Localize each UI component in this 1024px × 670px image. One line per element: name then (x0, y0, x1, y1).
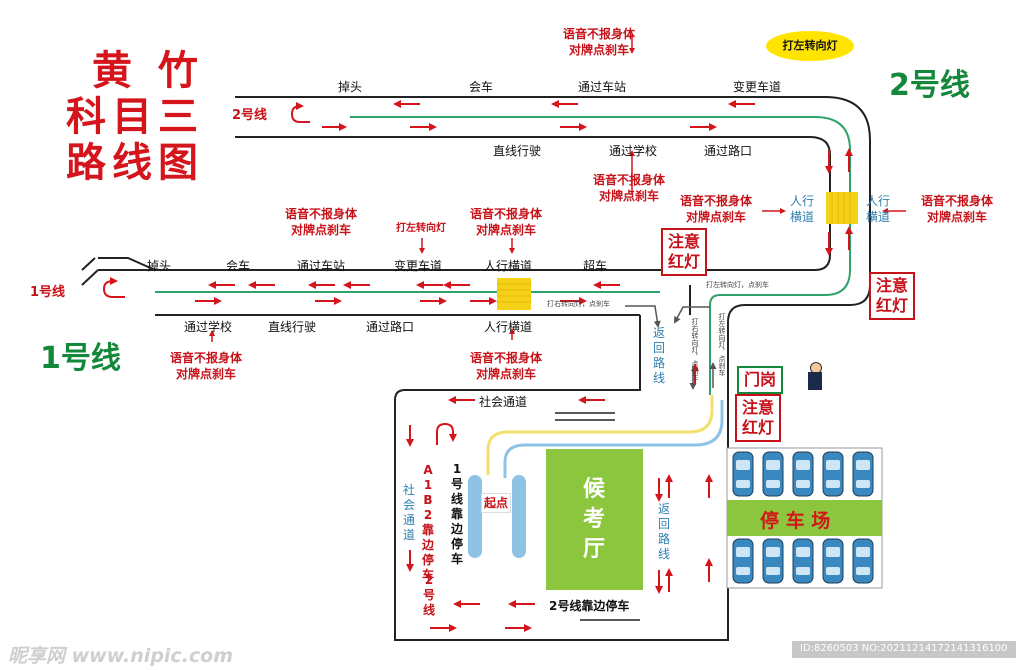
route1-item-crosswalk-bottom: 人行横道 (484, 320, 533, 334)
route1-item-straight: 直线行驶 (268, 320, 317, 334)
crosswalk-route1 (497, 278, 531, 310)
direction-arrows (195, 34, 906, 632)
east-note-right: 语音不报身体 对牌点刹车 (921, 194, 994, 224)
route2-item-meet: 会车 (469, 80, 494, 94)
gate-label: 门岗 (737, 366, 784, 394)
social-road-vertical: 社会通道 (402, 483, 415, 542)
yard-uturn-arrow (436, 422, 457, 445)
parked-car-icon (732, 538, 754, 584)
route1-item-crosswalk-top: 人行横道 (484, 259, 533, 273)
crosswalk-east (826, 192, 858, 224)
route2-item-lane-change: 变更车道 (733, 80, 782, 94)
route1-note-crosswalk-bottom: 语音不报身体 对牌点刹车 (470, 351, 543, 381)
yellow-route-line (486, 395, 714, 475)
route1-item-uturn: 掉头 (147, 259, 172, 273)
route1-left-label: 1号线 (30, 285, 66, 300)
start-bar-right (512, 475, 526, 558)
route-center-lines (155, 116, 851, 395)
waiting-hall-label: 候考厅 (583, 477, 606, 562)
return-route-top: 返回路线 (652, 326, 665, 385)
route1-item-station: 通过车站 (297, 259, 346, 273)
route1-uturn-arrow (102, 277, 125, 298)
route1-item-meet: 会车 (226, 259, 251, 273)
start-bar-left (468, 475, 482, 558)
social-road-label: 社会通道 (479, 395, 528, 409)
parking-a1b2: A1B2靠边停车 (421, 463, 434, 582)
route2-item-station: 通过车站 (578, 80, 627, 94)
parking-route1: 1号线靠边停车 (450, 462, 463, 566)
parking-route2: 2号线靠边停车 (549, 599, 630, 613)
vnote-left: 打右转向灯，点刹车 (691, 318, 699, 381)
parking-lot (726, 447, 883, 589)
parked-car-icon (762, 538, 784, 584)
left-turn-note: 打左转向灯，点刹车 (706, 281, 769, 289)
parked-car-icon (852, 451, 874, 497)
parking-lot-label: 停 车 场 (760, 510, 831, 532)
return-route-right: 返回路线 (657, 502, 670, 561)
guide-arrows (625, 305, 717, 390)
east-crosswalk-right: 人行 横道 (866, 194, 891, 224)
parked-car-icon (792, 451, 814, 497)
route2-uturn-arrow (290, 102, 310, 123)
guard-figure (806, 362, 824, 392)
map-title-line2: 科目三 (66, 94, 204, 140)
route1-note-lane: 打左转向灯 (396, 223, 446, 234)
route1-note-crosswalk-top: 语音不报身体 对牌点刹车 (470, 207, 543, 237)
watermark: 昵享网 www.nipic.com (8, 645, 234, 667)
route2-item-intersection: 通过路口 (704, 144, 753, 158)
route1-item-lane-change: 变更车道 (394, 259, 443, 273)
parking-route2-vertical: 2号线 (422, 573, 435, 617)
map-title-line3: 路线图 (66, 140, 204, 186)
route2-left-label: 2号线 (232, 108, 268, 123)
left-signal-bubble: 打左转向灯 (766, 31, 854, 61)
route1-item-overtake: 超车 (583, 259, 608, 273)
blue-route-line (503, 400, 724, 478)
image-id: ID:8260503 NO:20211214172141316100 (800, 643, 1008, 654)
route1-note-school: 语音不报身体 对牌点刹车 (170, 351, 243, 381)
image-id-bar (792, 641, 1016, 658)
east-note-left: 语音不报身体 对牌点刹车 (680, 194, 753, 224)
route1-road (81, 257, 691, 315)
route2-item-uturn: 掉头 (338, 80, 363, 94)
parked-car-icon (852, 538, 874, 584)
social-road-lanes (555, 412, 640, 621)
route1-item-school: 通过学校 (184, 320, 233, 334)
notice-red-light-1: 注意 红灯 (661, 228, 708, 276)
route2-item-straight: 直线行驶 (493, 144, 542, 158)
waiting-hall (546, 449, 643, 590)
parked-car-icon (792, 538, 814, 584)
parked-car-icon (762, 451, 784, 497)
route2-name: 2号线 (889, 68, 970, 103)
parked-car-icon (822, 451, 844, 497)
parked-car-icon (732, 451, 754, 497)
route1-note-station: 语音不报身体 对牌点刹车 (285, 207, 358, 237)
notice-red-light-2: 注意 红灯 (869, 272, 916, 320)
start-label: 起点 (481, 493, 512, 513)
map-title-line1: 黄 竹 (92, 48, 204, 94)
route1-name: 1号线 (40, 341, 121, 376)
route2-item-school: 通过学校 (609, 144, 658, 158)
east-crosswalk-left: 人行 横道 (790, 194, 815, 224)
vnote-right: 打左转向灯，点刹车 (718, 313, 726, 376)
route2-note-station: 语音不报身体 对牌点刹车 (563, 27, 636, 57)
parked-car-icon (822, 538, 844, 584)
right-turn-note: 打右转向灯，点刹车 (547, 300, 610, 308)
route1-item-intersection: 通过路口 (366, 320, 415, 334)
notice-red-light-gate: 注意 红灯 (735, 394, 782, 442)
route2-note-school: 语音不报身体 对牌点刹车 (593, 173, 666, 203)
